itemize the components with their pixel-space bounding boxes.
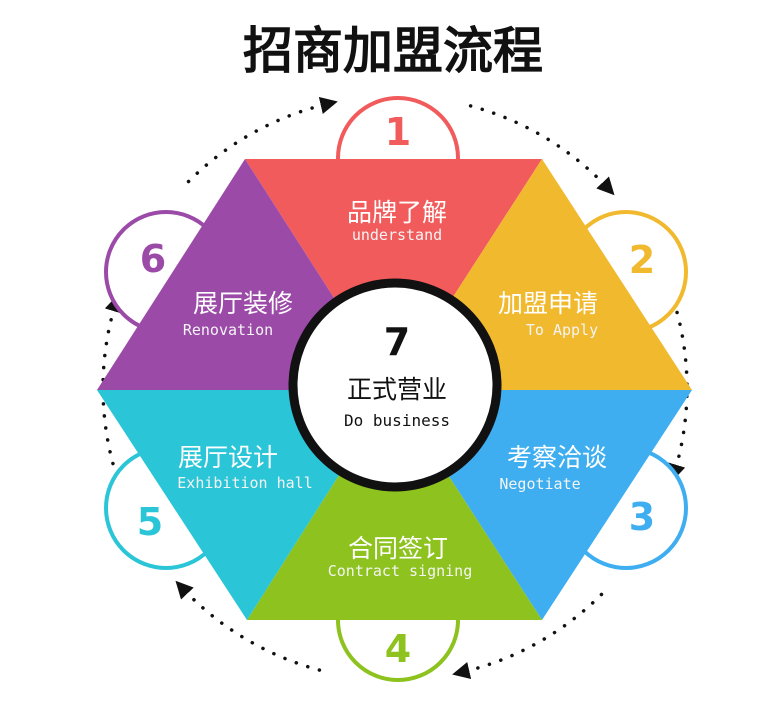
step-number-2: 2 [629, 238, 655, 282]
segment-understand [245, 159, 542, 390]
step-label-en-2: To Apply [526, 321, 598, 339]
step-label-cn-2: 加盟申请 [498, 289, 598, 318]
step-number-3: 3 [629, 495, 655, 539]
segment-contract [247, 390, 542, 620]
center-label-cn: 正式营业 [347, 375, 447, 404]
step-label-en-1: understand [352, 226, 442, 244]
page-title: 招商加盟流程 [243, 22, 543, 80]
step-label-cn-1: 品牌了解 [347, 198, 447, 227]
step-label-cn-5: 展厅设计 [178, 443, 278, 472]
flow-arrow-2 [668, 310, 689, 482]
flow-arrow-6 [186, 96, 338, 184]
step-number-6: 6 [140, 237, 166, 281]
center-label-en: Do business [344, 411, 450, 430]
step-label-cn-3: 考察洽谈 [507, 443, 607, 472]
flow-arrow-3 [452, 592, 604, 680]
step-label-en-5: Exhibition hall [177, 474, 312, 492]
step-label-en-6: Renovation [183, 321, 273, 339]
flow-arrow-4 [175, 580, 322, 672]
step-label-en-3: Negotiate [499, 475, 580, 493]
center-number: 7 [384, 320, 410, 364]
step-label-cn-4: 合同签订 [348, 534, 448, 563]
dotted-flow-arrows [101, 96, 689, 680]
step-label-cn-6: 展厅装修 [193, 289, 293, 318]
flow-arrow-1 [468, 104, 615, 196]
center-circle [288, 278, 502, 492]
flow-arrow-5 [101, 294, 122, 466]
step-number-4: 4 [385, 627, 411, 671]
step-number-5: 5 [137, 500, 163, 544]
step-number-1: 1 [385, 110, 411, 154]
step-label-en-4: Contract signing [328, 562, 473, 580]
